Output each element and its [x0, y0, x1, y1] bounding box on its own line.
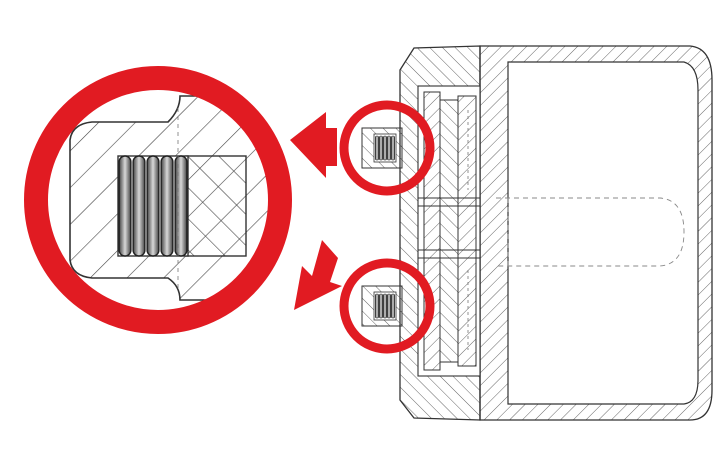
thread-turn	[375, 293, 379, 319]
thread-turn	[375, 135, 379, 161]
upper-thread-insert	[361, 127, 403, 169]
magnified-thread-detail	[46, 88, 270, 312]
housing-assembly	[399, 45, 713, 421]
thread-turn	[118, 155, 132, 257]
thread-turn	[132, 155, 146, 257]
lower-callout-ring	[339, 258, 435, 354]
magnified-insert-block	[185, 155, 247, 257]
thread-turn	[387, 135, 391, 161]
thread-turn	[379, 135, 383, 161]
thread-turn	[146, 155, 160, 257]
thread-turn	[174, 155, 188, 257]
thread-turn	[383, 293, 387, 319]
magnified-view-ring	[24, 66, 292, 334]
lower-thread-insert	[361, 285, 403, 327]
upper-callout-ring	[339, 100, 435, 196]
upper-pointer-arrow	[290, 112, 337, 178]
thread-turn	[383, 135, 387, 161]
thread-turn	[391, 135, 395, 161]
thread-turn	[160, 155, 174, 257]
housing-inner-cavity	[507, 61, 699, 405]
lower-pointer-arrow	[294, 240, 342, 310]
hidden-bore-outline	[496, 197, 685, 267]
thread-turn	[379, 293, 383, 319]
magnified-thread-coil	[118, 155, 188, 257]
thread-turn	[387, 293, 391, 319]
thread-turn	[391, 293, 395, 319]
